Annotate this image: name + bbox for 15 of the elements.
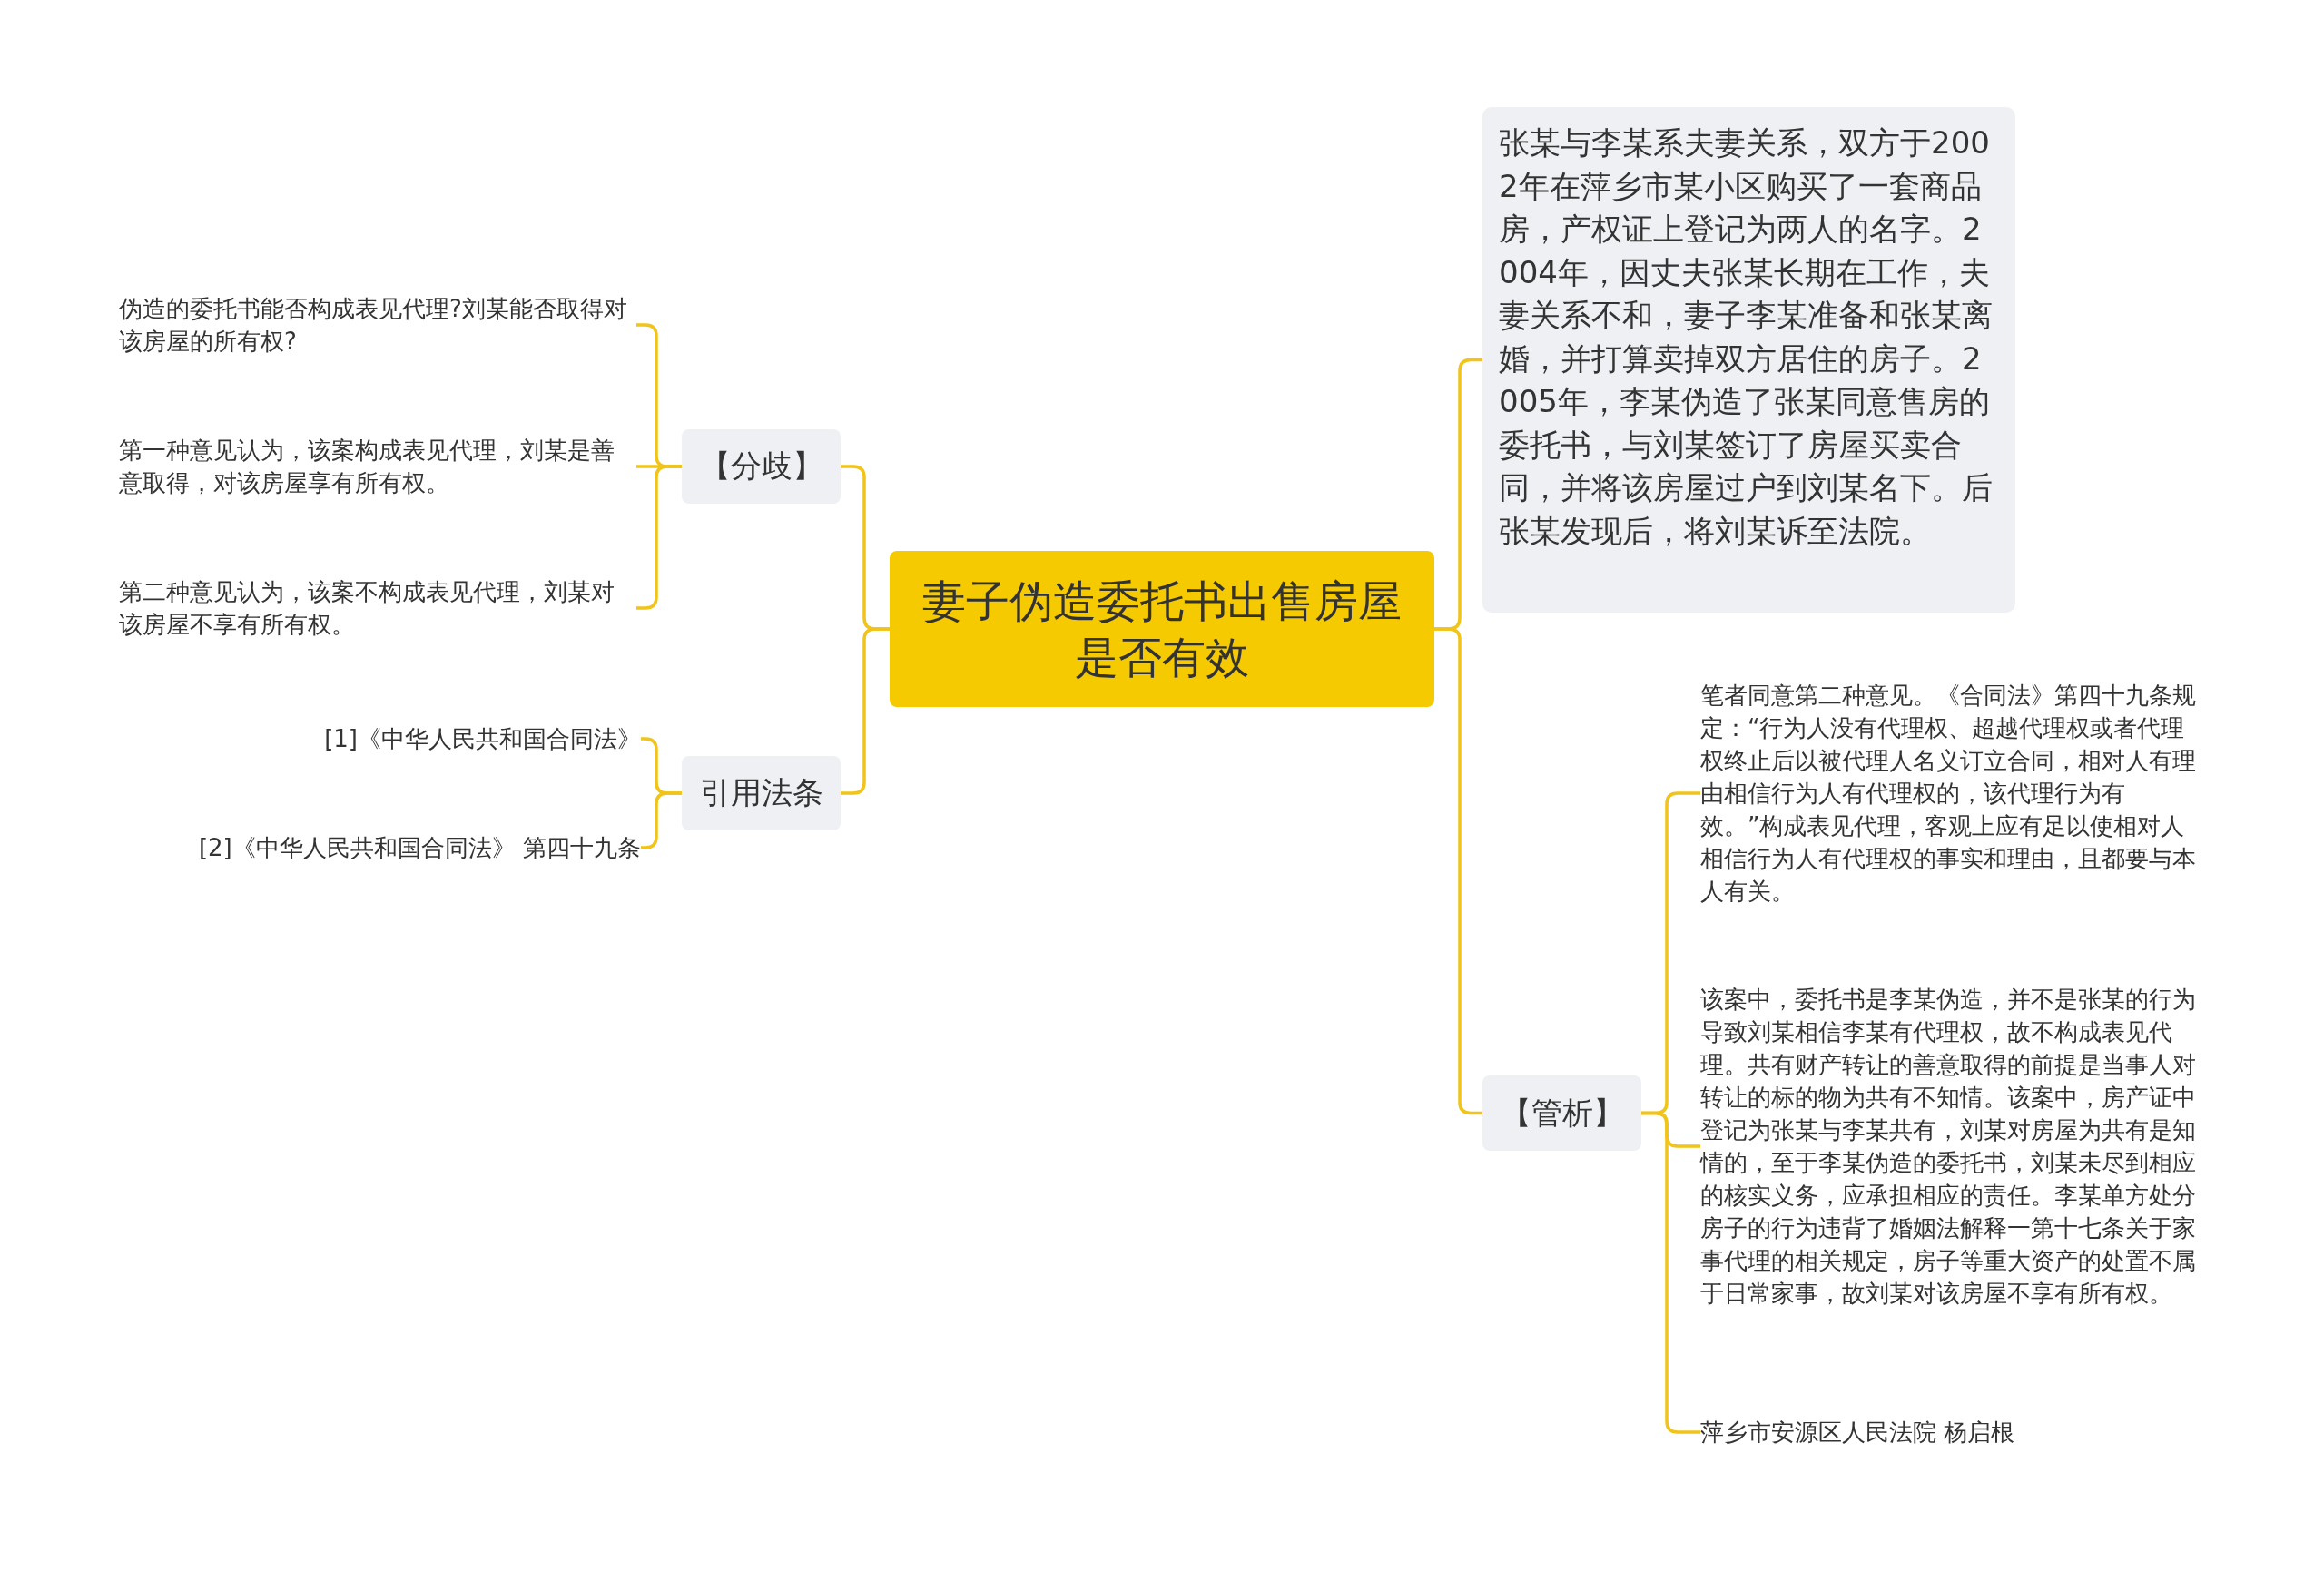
leaf-text: 伪造的委托书能否构成表见代理?刘某能否取得对该房屋的所有权? (119, 292, 636, 358)
central-topic-box: 妻子伪造委托书出售房屋是否有效 (890, 551, 1434, 707)
leaf-text: 萍乡市安源区人民法院 杨启根 (1700, 1416, 2201, 1448)
leaf-text: [1]《中华人民共和国合同法》 (119, 722, 641, 755)
leaf-text: 第一种意见认为，该案构成表见代理，刘某是善意取得，对该房屋享有所有权。 (119, 434, 636, 499)
leaf-text: 第二种意见认为，该案不构成表见代理，刘某对该房屋不享有所有权。 (119, 575, 636, 641)
topic-box: 引用法条 (682, 756, 841, 830)
connector-line (1434, 627, 1482, 1115)
leaf-text: 该案中，委托书是李某伪造，并不是张某的行为导致刘某相信李某有代理权，故不构成表见代理。共有财产转让的善意取得的前提是当事人对转让的标的物为共有不知情。该案中，房产证中登记为张某与李某共有，刘某对房屋为共有是知情的，至于李某伪造的委托书，刘某未尽到相应的核实义务，应承担相应的责任。李某单方处分房子的行为违背了婚姻法解释一第十七条关于家事代理的相关规定，房子等重大资产的处置不属于日常家事，故刘某对该房屋不享有所有权。 (1700, 983, 2201, 1310)
leaf-text: 笔者同意第二种意见。《合同法》第四十九条规定：“行为人没有代理权、超越代理权或者代理权终止后以被代理人名义订立合同，相对人有理由相信行为人有代理权的，该代理行为有效。”构成表见代理，客观上应有足以使相对人相信行为人有代理权的事实和理由，且都要与本人有关。 (1700, 679, 2201, 908)
text-card: 张某与李某系夫妻关系，双方于2002年在萍乡市某小区购买了一套商品房，产权证上登记为两人的名字。2004年，因丈夫张某长期在工作，夫妻关系不和，妻子李某准备和张某离婚，并打算卖掉双方居住的房子。2005年，李某伪造了张某同意售房的委托书，与刘某签订了房屋买卖合同，并将该房屋过户到刘某名下。后张某发现后，将刘某诉至法院。 (1482, 107, 2015, 613)
leaf-text: [2]《中华人民共和国合同法》 第四十九条 (119, 831, 641, 864)
topic-box: 【分歧】 (682, 429, 841, 504)
connector-line (841, 627, 890, 795)
topic-box: 【管析】 (1482, 1075, 1641, 1151)
